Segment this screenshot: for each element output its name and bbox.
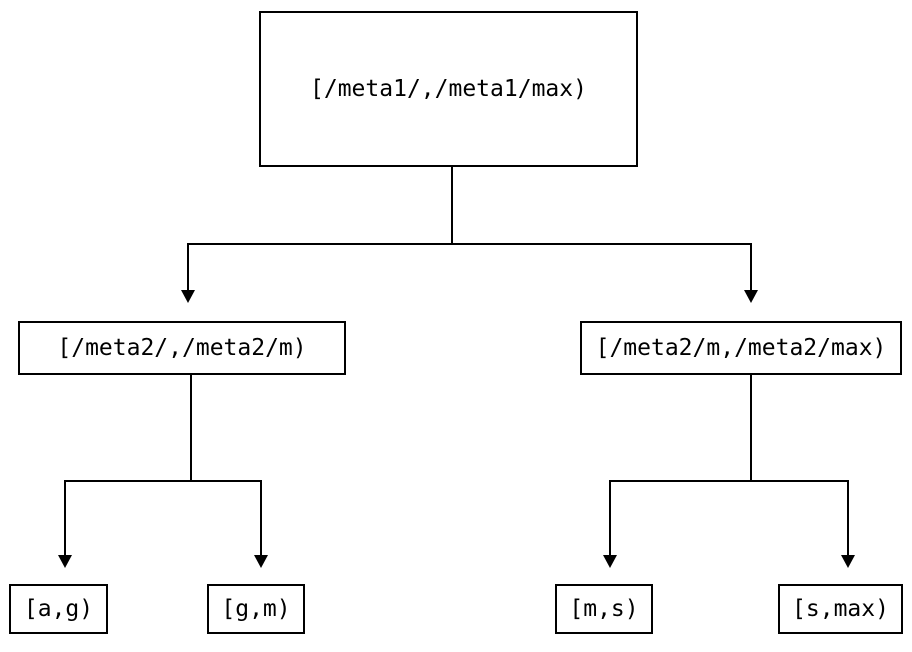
node-leaf-1[interactable]: [a,g) — [9, 584, 108, 634]
arrowhead-to-mid-left — [181, 290, 195, 303]
edge-to-leaf-2-drop — [260, 480, 262, 556]
arrowhead-to-leaf-4 — [841, 555, 855, 568]
node-leaf-2[interactable]: [g,m) — [207, 584, 305, 634]
node-leaf-3[interactable]: [m,s) — [555, 584, 653, 634]
edge-mid-right-crossbar-left — [609, 480, 752, 482]
edge-root-to-mid-right-drop — [750, 243, 752, 291]
node-leaf-4[interactable]: [s,max) — [778, 584, 903, 634]
node-root[interactable]: [/meta1/,/meta1/max) — [259, 11, 638, 167]
node-leaf-3-label: [m,s) — [569, 595, 639, 622]
edge-to-leaf-3-drop — [609, 480, 611, 556]
node-mid-left[interactable]: [/meta2/,/meta2/m) — [18, 321, 346, 375]
node-leaf-2-label: [g,m) — [221, 595, 291, 622]
edge-root-to-mid-left-drop — [187, 243, 189, 291]
edge-mid-left-stem — [190, 375, 192, 482]
edge-mid-right-crossbar-right — [750, 480, 849, 482]
arrowhead-to-leaf-1 — [58, 555, 72, 568]
edge-root-stem — [451, 167, 453, 245]
edge-root-crossbar — [187, 243, 752, 245]
edge-mid-right-stem — [750, 375, 752, 482]
node-root-label: [/meta1/,/meta1/max) — [310, 75, 587, 102]
node-leaf-4-label: [s,max) — [792, 595, 889, 622]
node-leaf-1-label: [a,g) — [23, 595, 94, 622]
edge-to-leaf-4-drop — [847, 480, 849, 556]
edge-to-leaf-1-drop — [64, 480, 66, 556]
edge-mid-left-crossbar — [64, 480, 262, 482]
arrowhead-to-leaf-3 — [603, 555, 617, 568]
arrowhead-to-mid-right — [744, 290, 758, 303]
arrowhead-to-leaf-2 — [254, 555, 268, 568]
node-mid-left-label: [/meta2/,/meta2/m) — [57, 334, 307, 361]
node-mid-right[interactable]: [/meta2/m,/meta2/max) — [580, 321, 902, 375]
node-mid-right-label: [/meta2/m,/meta2/max) — [595, 334, 887, 361]
